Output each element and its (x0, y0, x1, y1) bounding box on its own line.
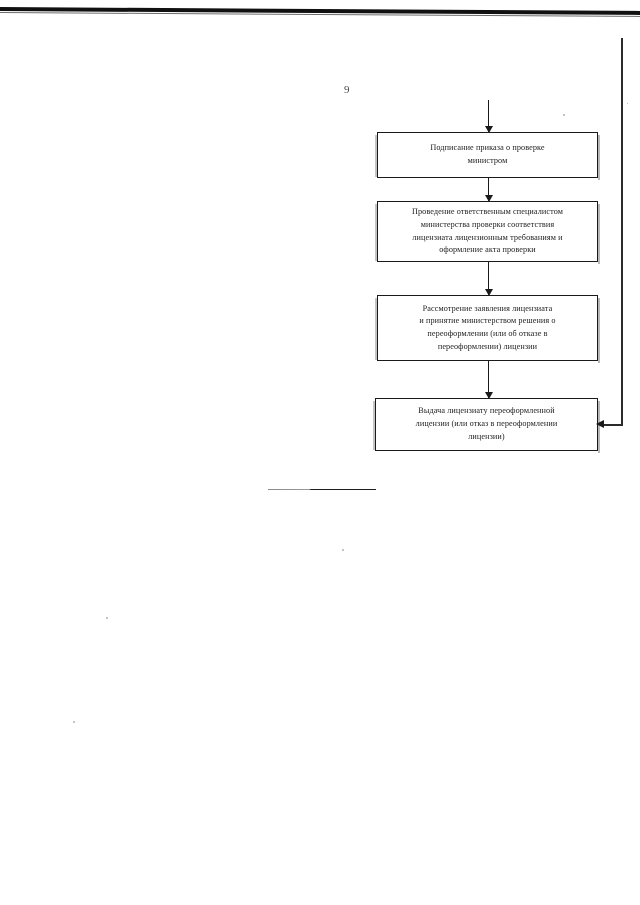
arrowhead-left-icon (596, 420, 604, 428)
scan-speckle (563, 114, 565, 116)
step-issue-reissued-license-label: Выдача лицензиату переоформленной лиценз… (415, 406, 558, 441)
step-review-application-decision: Рассмотрение заявления лицензиата и прин… (375, 295, 600, 363)
step-issue-reissued-license: Выдача лицензиату переоформленной лиценз… (373, 398, 600, 453)
step-review-application-decision-label: Рассмотрение заявления лицензиата и прин… (419, 303, 556, 351)
step-sign-inspection-order-label: Подписание приказа о проверке министром (430, 143, 545, 165)
step-sign-inspection-order: Подписание приказа о проверке министром (375, 132, 600, 180)
arrowhead-down-icon (484, 126, 493, 133)
scan-speckle (106, 617, 108, 619)
arrowhead-down-icon (484, 289, 493, 296)
step-conduct-inspection-label: Проведение ответственным специалистом ми… (411, 207, 564, 255)
feedback-line-vertical (621, 38, 623, 426)
arrow-step-2-to-step-3 (484, 262, 493, 296)
arrow-into-step-1 (484, 100, 493, 133)
arrowhead-down-icon (484, 392, 493, 399)
step-conduct-inspection: Проведение ответственным специалистом ми… (375, 201, 600, 264)
scan-speckle (627, 103, 628, 104)
arrow-step-1-to-step-2 (484, 178, 493, 202)
scan-speckle (342, 549, 344, 551)
horizontal-rule (268, 489, 376, 490)
page-number: 9 (344, 84, 350, 96)
arrowhead-down-icon (484, 195, 493, 202)
scan-speckle (73, 721, 75, 723)
arrow-step-3-to-step-4 (484, 361, 493, 399)
feedback-line-horizontal (603, 424, 622, 426)
